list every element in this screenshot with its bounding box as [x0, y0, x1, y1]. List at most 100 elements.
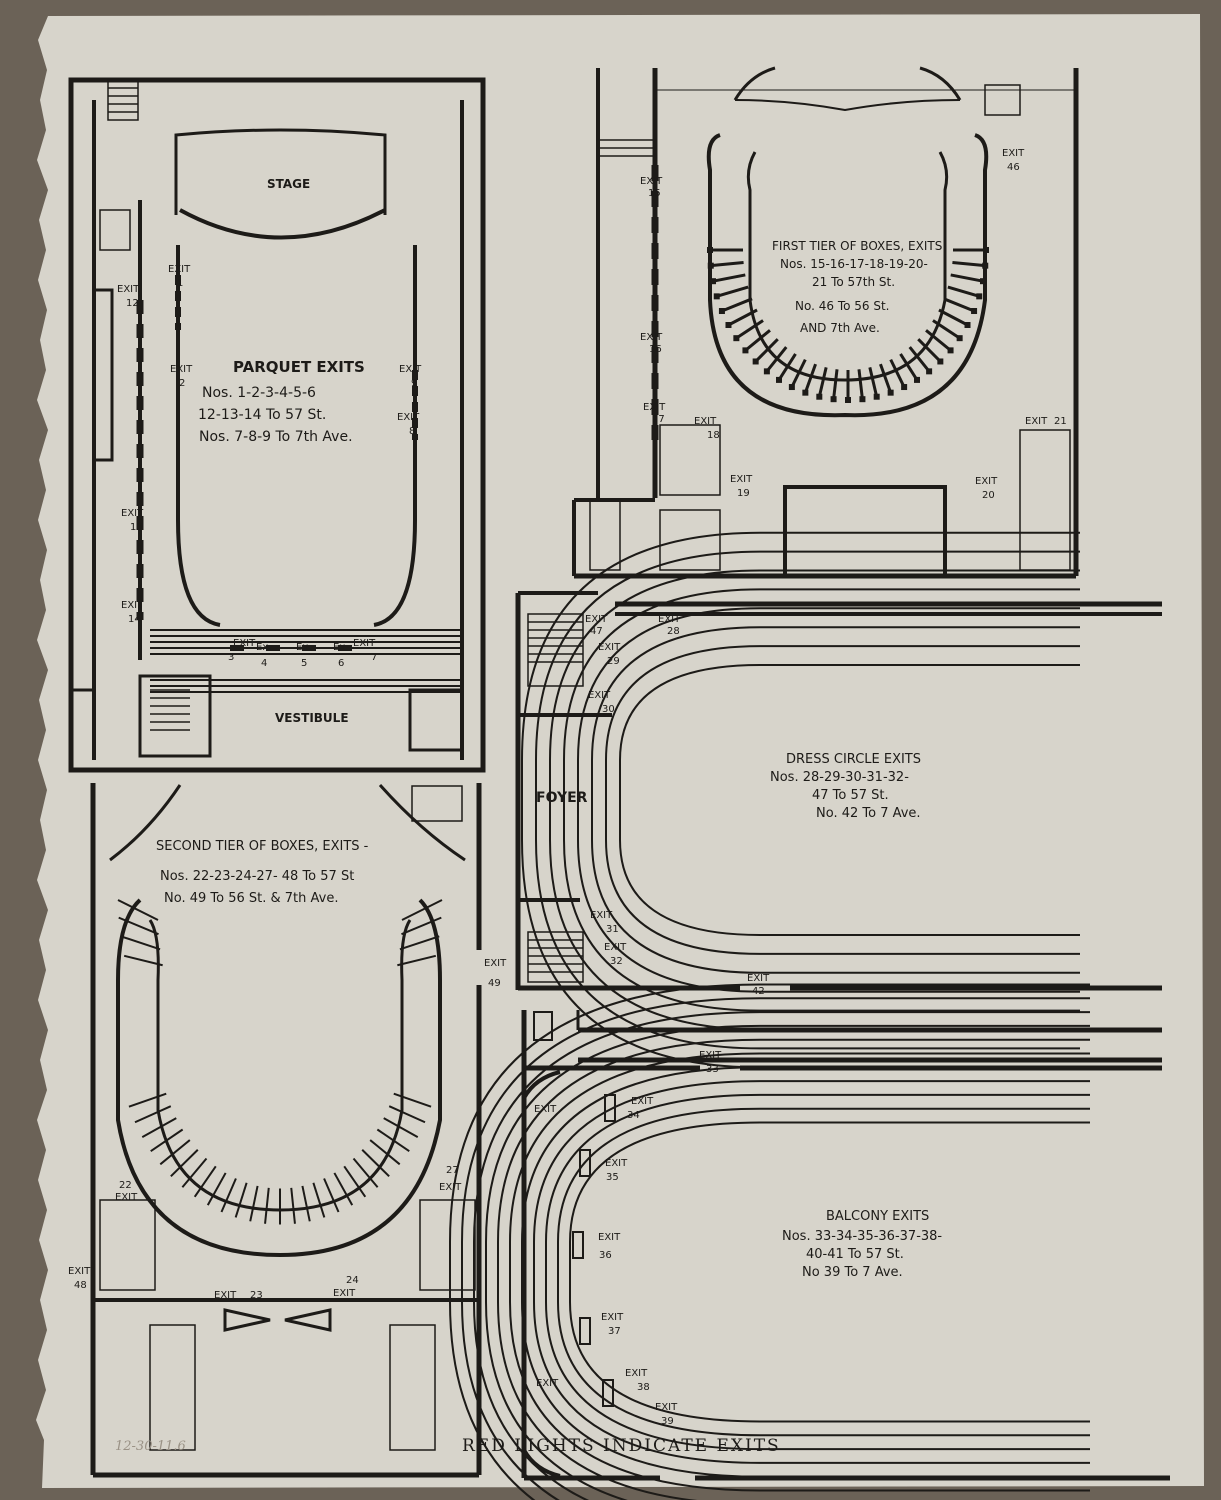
- exit-number-28: 28: [667, 626, 680, 637]
- exit-word: EXIT: [590, 910, 613, 921]
- exit-number-49: 49: [488, 978, 501, 989]
- exit-number-21: 21: [1054, 416, 1067, 427]
- exit-number-29: 29: [607, 656, 620, 667]
- box-divider: [388, 1105, 426, 1124]
- exit-number-33: 33: [706, 1064, 719, 1075]
- box-light: [956, 335, 963, 342]
- second-tier-boxes: [117, 899, 443, 1225]
- exit-word: EXIT: [730, 474, 753, 485]
- seat-row: [549, 569, 1080, 1031]
- box-divider: [754, 338, 779, 363]
- box-divider: [264, 1187, 270, 1224]
- box-divider: [290, 1187, 296, 1224]
- box-light: [733, 335, 740, 342]
- exit-word: EXIT: [68, 1266, 91, 1277]
- first-tier-line-5: AND 7th Ave.: [800, 321, 880, 335]
- exit-word: EXIT: [598, 642, 621, 653]
- box-light: [971, 308, 978, 315]
- exit-word: EXIT: [484, 958, 507, 969]
- exit-word: EXIT: [115, 1192, 138, 1203]
- box-divider: [343, 1165, 367, 1198]
- box-divider: [401, 899, 443, 921]
- seat-row: [569, 1121, 1090, 1423]
- exit-number-23: 23: [250, 1290, 263, 1301]
- exit-word: EXIT: [601, 1312, 624, 1323]
- box-divider: [128, 1092, 167, 1108]
- exit-word: EXIT: [399, 364, 422, 375]
- box-light: [707, 262, 714, 269]
- box-light: [976, 293, 983, 300]
- box-divider: [134, 1105, 172, 1124]
- box-divider: [369, 1139, 401, 1166]
- first-tier-plan: [572, 66, 1079, 579]
- exit-door: [579, 1149, 591, 1177]
- box-light: [926, 368, 933, 375]
- balcony-rows: [449, 983, 1090, 1500]
- box-light: [873, 393, 880, 400]
- box-light: [752, 358, 759, 365]
- seat-row: [577, 607, 1080, 993]
- box-light: [947, 347, 954, 354]
- seat-row: [485, 1024, 1090, 1500]
- box-light: [718, 308, 725, 315]
- box-light: [710, 278, 717, 285]
- box-divider: [777, 353, 797, 381]
- ex-word: Ex: [256, 642, 268, 653]
- dress-circle-line-1: DRESS CIRCLE EXITS: [786, 752, 921, 767]
- first-tier-line-3: 21 To 57th St.: [812, 275, 895, 289]
- box-light: [725, 322, 732, 328]
- box-light: [937, 358, 944, 365]
- exit-word: EXIT: [658, 614, 681, 625]
- box-divider: [790, 358, 807, 388]
- box-divider: [950, 273, 984, 283]
- exit-number-18: 18: [707, 430, 720, 441]
- exit-number-46: 46: [1007, 162, 1020, 173]
- exit-word: EXIT: [640, 332, 663, 343]
- exit-number-37: 37: [608, 1326, 621, 1337]
- parquet-line-1: Nos. 1-2-3-4-5-6: [202, 385, 316, 401]
- exit-word: EXIT: [747, 973, 770, 984]
- box-divider: [120, 935, 161, 951]
- exit-word: EXIT: [640, 176, 663, 187]
- box-divider: [952, 261, 986, 268]
- balcony-line-1: BALCONY EXITS: [826, 1209, 929, 1224]
- exit-word: EXIT: [397, 412, 420, 423]
- dress-circle-line-4: No. 42 To 7 Ave.: [816, 806, 921, 821]
- box-light: [859, 396, 866, 403]
- exit-word: EXIT: [598, 1232, 621, 1243]
- box-light: [802, 389, 809, 396]
- exit-word: EXIT: [604, 942, 627, 953]
- box-divider: [868, 367, 879, 398]
- box-divider: [150, 1128, 184, 1153]
- seat-row: [545, 1093, 1090, 1451]
- exit-number-15: 15: [648, 188, 661, 199]
- exit-door: [604, 1094, 616, 1122]
- exit-word: EXIT: [1002, 148, 1025, 159]
- exit-door: [579, 1317, 591, 1345]
- box-light: [979, 278, 986, 285]
- exit-number-48: 48: [74, 1280, 87, 1291]
- box-light: [845, 397, 851, 403]
- first-tier-boxes: [707, 247, 989, 403]
- balcony-line-3: 40-41 To 57 St.: [806, 1247, 904, 1262]
- second-tier-line-3: No. 49 To 56 St. & 7th Ave.: [164, 891, 338, 906]
- seat-row: [521, 1066, 1090, 1478]
- box-light: [983, 247, 989, 253]
- seat-row: [473, 1011, 1090, 1500]
- exit-word: EXIT: [168, 264, 191, 275]
- seat-row: [461, 997, 1090, 1500]
- exit-number-6: 6: [338, 658, 344, 669]
- box-light: [982, 262, 989, 269]
- exit-number-8: 8: [409, 426, 415, 437]
- exit-word: EXIT: [643, 402, 666, 413]
- box-divider: [943, 297, 975, 313]
- box-divider: [234, 1182, 248, 1218]
- box-light: [830, 396, 837, 403]
- box-divider: [352, 1157, 379, 1188]
- exit-word: EXIT: [534, 1104, 557, 1115]
- exit-word: EXIT: [333, 1288, 356, 1299]
- exit-word: EXIT: [117, 284, 140, 295]
- box-divider: [141, 1117, 177, 1139]
- exit-word: EXIT: [214, 1290, 237, 1301]
- exit-number-7: 7: [371, 652, 377, 663]
